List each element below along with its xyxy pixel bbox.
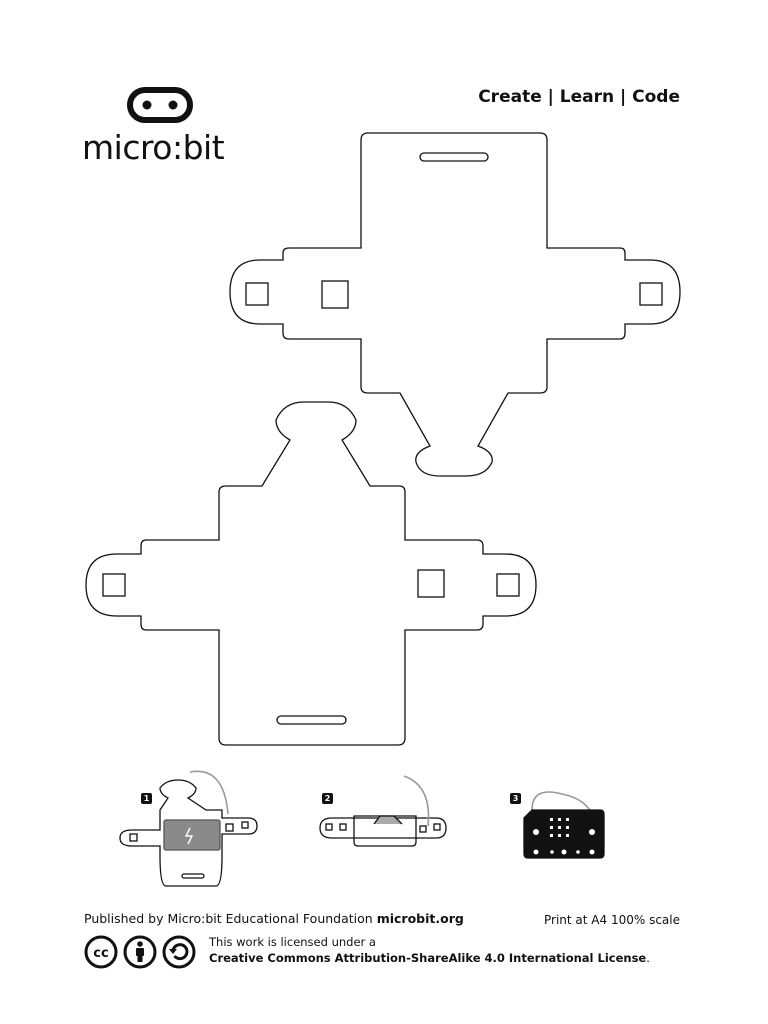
- step-2-illustration: [319, 775, 447, 847]
- license-line-2: Creative Commons Attribution-ShareAlike …: [209, 950, 650, 966]
- svg-text:cc: cc: [93, 946, 108, 961]
- step-3-badge: 3: [510, 793, 521, 804]
- microbit-logo: micro:bit: [82, 86, 247, 167]
- license-line-1: This work is licensed under a: [209, 935, 376, 949]
- bottom-net-hole: [496, 573, 520, 597]
- microbit-logo-icon: [127, 87, 193, 123]
- top-net-hole: [321, 280, 349, 309]
- papercraft-template: [85, 132, 681, 887]
- bottom-net-slot: [276, 715, 347, 725]
- license-text: This work is licensed under a Creative C…: [209, 934, 650, 966]
- top-net-slot: [419, 152, 489, 162]
- brand-name: micro:bit: [82, 128, 225, 167]
- publisher-link[interactable]: microbit.org: [376, 911, 464, 926]
- publisher-text: Published by Micro:bit Educational Found…: [84, 911, 373, 926]
- bottom-net-hole: [417, 569, 445, 598]
- tagline: Create | Learn | Code: [478, 87, 680, 107]
- step-3-illustration: [523, 791, 605, 859]
- top-net-hole: [639, 282, 663, 306]
- bottom-net: [85, 401, 537, 746]
- creative-commons-icon: cc: [84, 935, 118, 969]
- attribution-icon: [123, 935, 157, 969]
- step-2-badge: 2: [322, 793, 333, 804]
- step-1-illustration: [119, 770, 258, 887]
- publisher-line: Published by Micro:bit Educational Found…: [84, 911, 464, 926]
- share-alike-icon: [162, 935, 196, 969]
- bottom-net-hole: [102, 573, 126, 597]
- license-link[interactable]: Creative Commons Attribution-ShareAlike …: [209, 951, 647, 965]
- license-icons: cc: [84, 935, 196, 969]
- license-period: .: [646, 951, 650, 965]
- top-net: [229, 132, 681, 477]
- print-note: Print at A4 100% scale: [544, 913, 680, 927]
- top-net-hole: [245, 282, 269, 306]
- step-1-badge: 1: [141, 793, 152, 804]
